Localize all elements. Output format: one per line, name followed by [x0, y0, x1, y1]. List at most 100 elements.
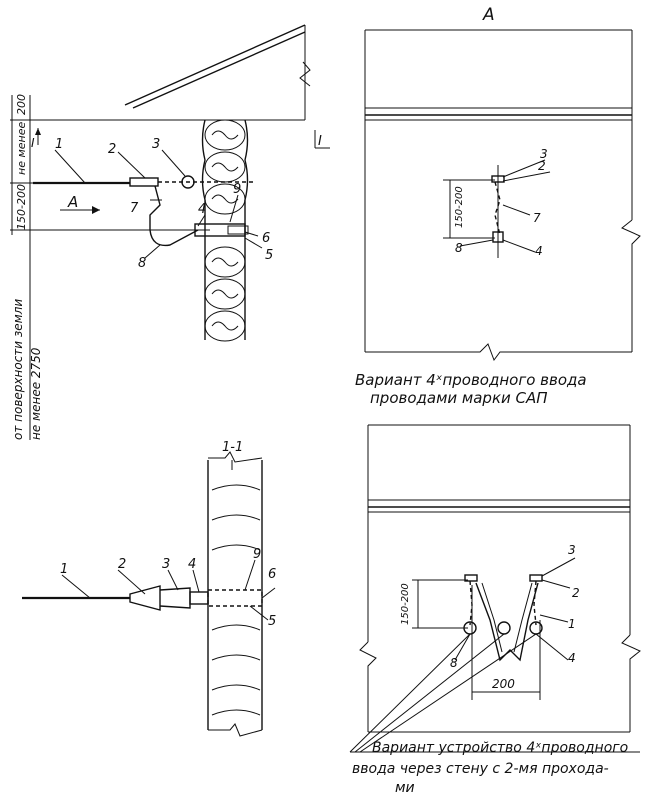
section-leader-4 [192, 569, 200, 593]
callout-6: 6 [262, 231, 270, 246]
view-a-callout-8: 8 [455, 241, 463, 255]
tension-clamp-2 [129, 177, 159, 187]
leader-6 [244, 231, 259, 237]
view-a-leader-7 [502, 204, 531, 216]
marker-label: I [31, 136, 35, 150]
callout-2: 2 [108, 142, 116, 157]
panel2-dim-150-200: 150-200 [400, 583, 411, 625]
panel2-callout-4: 4 [568, 651, 576, 665]
panel2-hook-left [464, 574, 478, 582]
callout-7: 7 [130, 201, 139, 216]
view-a-leader-8 [459, 239, 494, 247]
section-break-top [208, 451, 263, 463]
panel2-leader-8 [454, 633, 471, 661]
view-a-leader-4 [502, 239, 536, 253]
view-a-bottom [365, 343, 632, 362]
marker-arrow [35, 128, 41, 135]
two-passage-panel [349, 424, 641, 753]
section-leader-1 [61, 574, 91, 599]
section-callout-1: 1 [60, 562, 68, 577]
caption-sap-line1: Вариант 4ˣпроводного ввода [355, 371, 587, 389]
view-a-hook [491, 175, 505, 183]
section-leader-3 [167, 569, 179, 591]
panel2-bushing-mid [497, 621, 511, 635]
view-a-callout-7: 7 [533, 211, 541, 225]
panel2-callout-8: 8 [450, 656, 458, 670]
section-insulator-3 [159, 587, 191, 609]
leader-5 [244, 237, 263, 249]
leader-2 [117, 151, 146, 179]
leader-3 [161, 149, 186, 177]
panel2-drop-wires [475, 582, 539, 662]
section-callout-9: 9 [253, 547, 261, 562]
bushing [227, 225, 249, 235]
callout-5: 5 [265, 248, 273, 263]
arrow-a-head [92, 206, 100, 214]
section-mark-label: I [318, 134, 322, 149]
leader-4 [197, 214, 206, 227]
view-a-title: A [482, 5, 495, 25]
panel2-leader-1 [539, 614, 569, 623]
roof-line-inner [132, 31, 306, 109]
arrow-a-label: A [67, 193, 78, 211]
section-title: 1-1 [222, 440, 243, 455]
panel2-leader-4 [535, 633, 569, 661]
caption-sap-line2: проводами марки САП [370, 389, 548, 407]
view-a-callout-4: 4 [535, 244, 543, 258]
leader-1 [54, 149, 86, 184]
section-callout-2: 2 [118, 557, 126, 572]
panel2-callout-1: 1 [568, 617, 576, 631]
panel2-left-break [359, 641, 377, 732]
dim-150-200: 150-200 [15, 184, 28, 230]
view-a-panel: A [364, 5, 641, 362]
callout-4: 4 [198, 202, 206, 217]
panel2-drop-wires-inner [481, 582, 533, 653]
view-a-callout-2: 2 [538, 159, 546, 173]
section-leader-5 [249, 605, 269, 621]
section-clamp-2 [129, 585, 161, 611]
dim-200-top: 200 [15, 94, 28, 115]
callout-1: 1 [55, 137, 63, 152]
panel2-callout-3: 3 [568, 543, 576, 557]
dim-min-label: не менее [15, 122, 28, 175]
pointer-line-2 [354, 633, 505, 753]
leader-8 [144, 244, 161, 259]
section-hook-4 [189, 591, 209, 605]
section-leader-2 [117, 569, 146, 595]
leader-9 [229, 194, 239, 223]
caption-wall-line3: ми [395, 780, 415, 796]
section-leader-6 [261, 587, 276, 599]
section-callout-4: 4 [188, 557, 196, 572]
panel2-hook-right [529, 574, 543, 582]
caption-wall-line2: ввода через стену с 2-мя проходa- [352, 761, 609, 777]
panel2-wire-right-dash [533, 580, 537, 626]
section-callout-5: 5 [268, 614, 276, 629]
view-a-bushing [492, 231, 504, 243]
ground-dim-line1: от поверхности земли [11, 299, 25, 440]
view-a-leader-2 [502, 171, 551, 182]
panel2-leader-3 [541, 557, 576, 577]
section-callout-3: 3 [162, 557, 170, 572]
callout-9: 9 [233, 182, 241, 197]
panel2-dim-200-label: 200 [492, 677, 515, 691]
section-leader-9 [244, 559, 256, 591]
view-a-right-break [621, 219, 641, 352]
caption-wall-line1: Вариант устройство 4ˣпроводного [372, 740, 628, 756]
callout-8: 8 [138, 256, 146, 271]
pointer-line-3 [359, 633, 537, 753]
roof-line [124, 24, 306, 106]
pointer-line-1 [349, 633, 471, 753]
drop-wire-8 [149, 185, 199, 247]
panel2-leader-2 [541, 579, 571, 589]
section-1-1-view [22, 451, 276, 737]
section-callout-6: 6 [268, 567, 276, 582]
view-a-leader-3 [502, 159, 546, 178]
section-sleeve [207, 589, 263, 607]
elevation-view [10, 24, 330, 440]
view-a-callout-3: 3 [540, 147, 548, 161]
callout-3: 3 [152, 137, 160, 152]
log-wall [201, 119, 249, 342]
view-a-wire [494, 181, 501, 236]
panel2-right-break [621, 634, 641, 732]
